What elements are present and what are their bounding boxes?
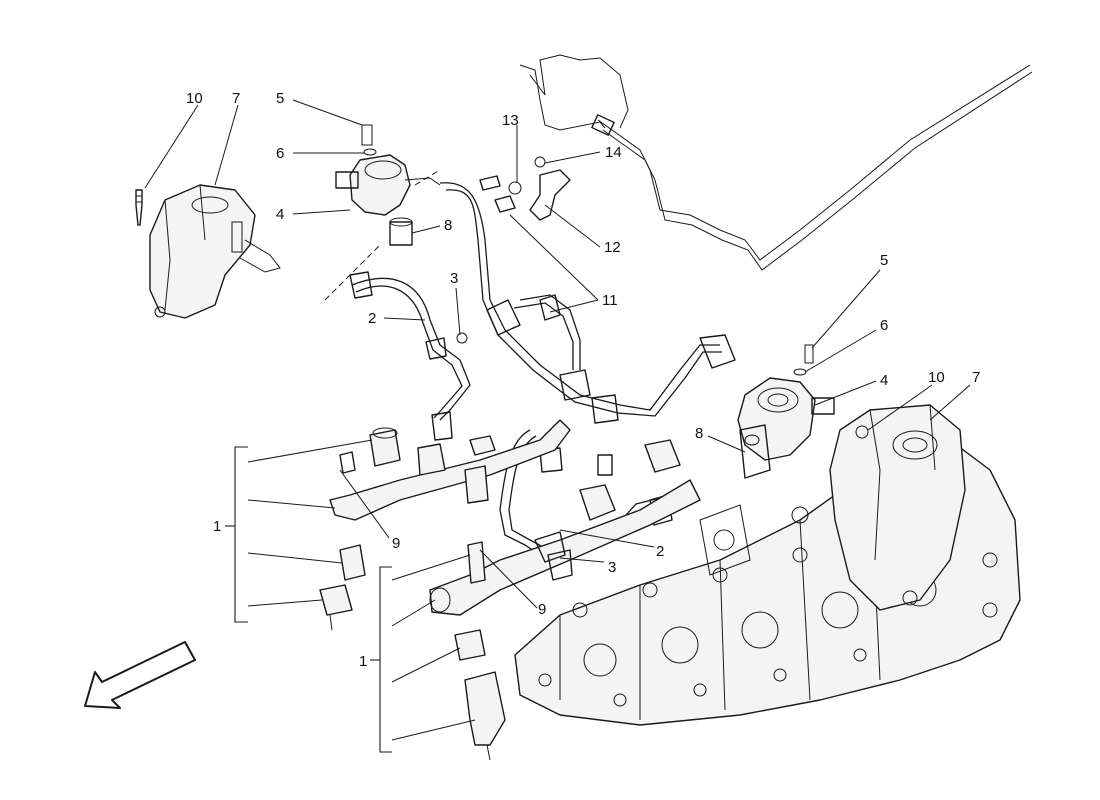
pump-housing-right	[829, 404, 966, 611]
callout-5-right: 5	[880, 252, 888, 269]
callout-10-left: 10	[186, 90, 203, 107]
fuel-pump-left	[335, 124, 441, 246]
pump-housing-left	[135, 184, 281, 319]
callout-13: 13	[502, 112, 519, 129]
callout-14: 14	[605, 144, 622, 161]
callout-9-left: 9	[392, 535, 400, 552]
callout-8-left: 8	[444, 217, 452, 234]
small-components	[319, 156, 701, 761]
callout-3-left: 3	[450, 270, 458, 287]
callout-3-center: 3	[608, 559, 616, 576]
callout-11: 11	[602, 292, 618, 309]
callout-7-left: 7	[232, 90, 240, 107]
callout-1-bottom: 1	[359, 653, 367, 670]
leader-lines	[144, 99, 971, 741]
callout-10-right: 10	[928, 369, 945, 386]
callout-1-left: 1	[213, 518, 221, 535]
callout-labels: 10 7 5 6 4 8 2 3 13 14 12 11 5 6 4 10 7 …	[186, 90, 980, 670]
callout-2-left: 2	[368, 310, 376, 327]
callout-6-left: 6	[276, 145, 284, 162]
fuel-pump-right	[737, 344, 835, 479]
group-brackets	[225, 446, 392, 753]
callout-5-left: 5	[276, 90, 284, 107]
callout-8-right: 8	[695, 425, 703, 442]
callout-9-center: 9	[538, 601, 546, 618]
callout-6-right: 6	[880, 317, 888, 334]
callout-4-left: 4	[276, 206, 284, 223]
callout-7-right: 7	[972, 369, 980, 386]
callout-4-right: 4	[880, 372, 888, 389]
callout-2-center: 2	[656, 543, 664, 560]
orientation-arrow-icon	[84, 641, 196, 709]
callout-12: 12	[604, 239, 621, 256]
